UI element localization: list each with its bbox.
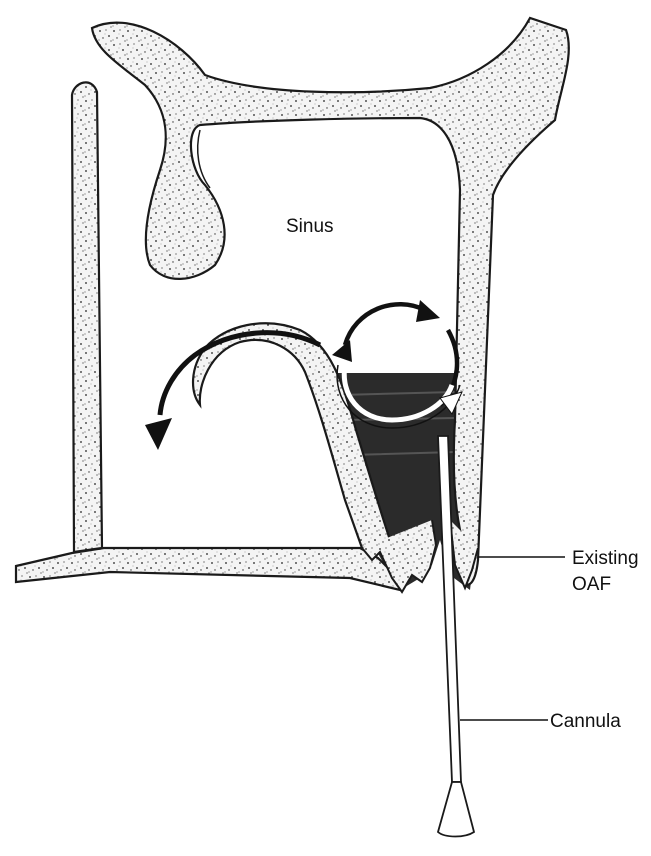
sinus-bony-roof — [92, 18, 569, 585]
label-existing: Existing — [572, 548, 639, 569]
label-cannula: Cannula — [550, 711, 621, 732]
circulation-arrowhead-top — [416, 300, 440, 322]
label-sinus: Sinus — [286, 216, 334, 237]
circulation-arc-top — [345, 304, 425, 345]
outflow-arrow-head — [145, 418, 172, 450]
floor-bone — [16, 548, 400, 590]
circulation-arrowhead-left — [332, 340, 352, 362]
cannula-hub — [438, 782, 474, 837]
left-vertical-bone — [72, 82, 102, 552]
label-oaf: OAF — [572, 574, 611, 595]
